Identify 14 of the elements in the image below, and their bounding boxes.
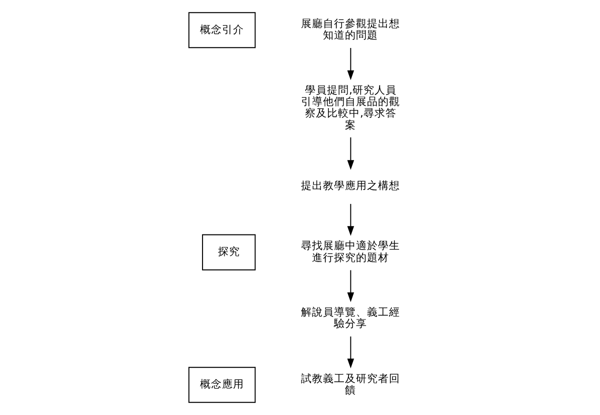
arrow bbox=[347, 336, 354, 368]
node-text: 解說員導覽、義工經驗分享 bbox=[301, 305, 400, 330]
node-text: 學員提問,研究人員引導他們自展品的觀察及比較中,尋求答案 bbox=[301, 83, 400, 132]
arrow bbox=[347, 270, 354, 302]
node-text: 展廳自行參觀提出想知道的問題 bbox=[301, 17, 400, 42]
node-box: 概念應用 bbox=[188, 366, 256, 403]
arrow bbox=[347, 47, 354, 80]
node-text: 尋找展廳中適於學生進行探究的題材 bbox=[301, 239, 400, 264]
arrow bbox=[347, 136, 354, 170]
arrow bbox=[347, 203, 354, 236]
node-text: 試教義工及研究者回饋 bbox=[301, 372, 400, 396]
node-box: 探究 bbox=[202, 234, 256, 270]
node-box: 概念引介 bbox=[188, 12, 256, 48]
node-text: 提出教學應用之構想 bbox=[301, 178, 400, 192]
